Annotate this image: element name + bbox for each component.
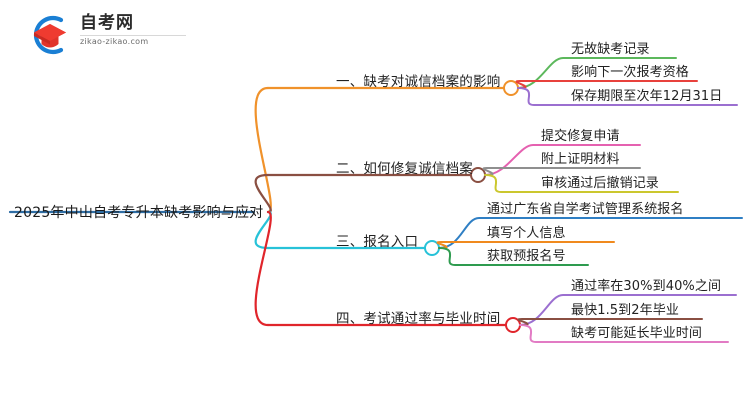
branch-label-1[interactable]: 一、缺考对诚信档案的影响 (336, 74, 501, 90)
leaf-connector-3-2 (436, 241, 615, 249)
leaf-connector-2-2 (482, 167, 641, 176)
leaf-connector-1-2 (515, 80, 698, 89)
leaf-label-4-3[interactable]: 缺考可能延长毕业时间 (571, 326, 703, 341)
leaf-label-1-1[interactable]: 无故缺考记录 (571, 42, 650, 57)
logo-domain: zikao-zikao.com (80, 37, 149, 46)
branch-label-3[interactable]: 三、报名入口 (336, 234, 419, 250)
branch-label-4[interactable]: 四、考试通过率与毕业时间 (336, 311, 501, 327)
leaf-label-3-3[interactable]: 获取预报名号 (487, 249, 566, 264)
branch-node-1[interactable] (503, 80, 519, 96)
logo-divider (80, 35, 186, 36)
branch-connector-4 (254, 210, 272, 327)
branch-node-4[interactable] (505, 317, 521, 333)
branch-label-2[interactable]: 二、如何修复诚信档案 (336, 161, 473, 177)
leaf-label-3-1[interactable]: 通过广东省自学考试管理系统报名 (487, 202, 684, 217)
branch-connector-1 (254, 86, 272, 214)
leaf-label-2-2[interactable]: 附上证明材料 (541, 152, 620, 167)
leaf-label-2-1[interactable]: 提交修复申请 (541, 129, 620, 144)
branch-node-2[interactable] (470, 167, 486, 183)
leaf-connector-3-1 (438, 217, 743, 249)
logo-mark-icon (33, 15, 66, 55)
branch-node-3[interactable] (424, 240, 440, 256)
logo-title: 自考网 (80, 13, 134, 33)
leaf-label-3-2[interactable]: 填写个人信息 (487, 226, 566, 241)
leaf-label-4-2[interactable]: 最快1.5到2年毕业 (571, 303, 679, 318)
leaf-connector-4-2 (517, 318, 703, 326)
root-node-label: 2025年中山自考专升本缺考影响与应对 (14, 205, 264, 221)
leaf-label-2-3[interactable]: 审核通过后撤销记录 (541, 176, 659, 191)
leaf-label-1-2[interactable]: 影响下一次报考资格 (571, 65, 689, 80)
site-logo[interactable]: 自考网 zikao-zikao.com (28, 11, 188, 59)
leaf-label-4-1[interactable]: 通过率在30%到40%之间 (571, 279, 722, 294)
leaf-label-1-3[interactable]: 保存期限至次年12月31日 (571, 89, 723, 104)
logo-text-block: 自考网 zikao-zikao.com (80, 13, 190, 46)
